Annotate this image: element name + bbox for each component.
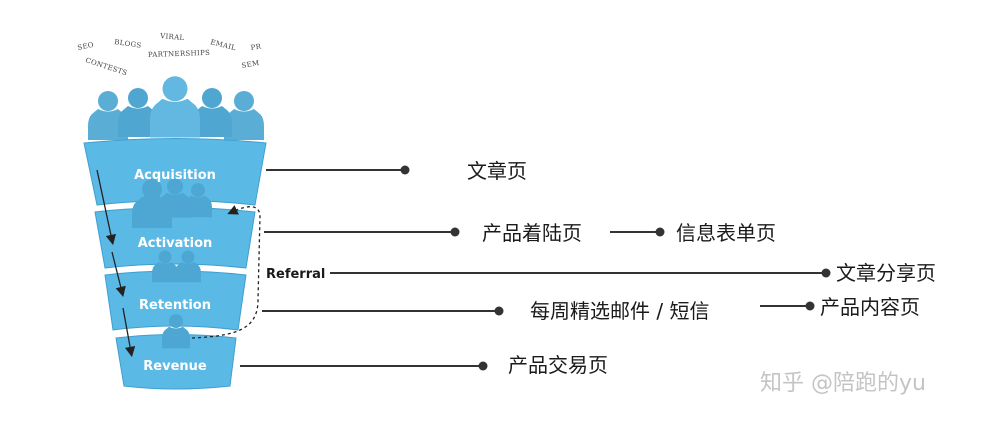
channel-blogs: BLOGS [114, 38, 142, 50]
retention-next-connector [760, 301, 815, 311]
revenue-page-label: 产品交易页 [508, 353, 608, 377]
retention-connector [262, 306, 504, 316]
channel-pr: PR [250, 43, 262, 52]
channel-sem: SEM [241, 59, 260, 70]
referral-loop-arrow [191, 205, 261, 339]
acquisition-connector [266, 165, 410, 175]
channel-seo: SEO [77, 41, 95, 52]
revenue-connector [240, 361, 488, 371]
activation-next-connector [610, 227, 665, 237]
referral-label: Referral [266, 267, 325, 282]
stage-label-activation: Activation [138, 236, 213, 251]
funnel-stage-retention [104, 270, 247, 331]
channel-contests: CONTESTS [84, 56, 128, 77]
stage-label-retention: Retention [139, 298, 211, 313]
retention-next-page-label: 产品内容页 [820, 295, 920, 319]
funnel: Acquisition Activation Retention Revenue [83, 138, 267, 390]
referral-connector [330, 268, 831, 278]
acquisition-page-label: 文章页 [467, 159, 527, 183]
stage-label-revenue: Revenue [143, 359, 207, 374]
retention-page-label: 每周精选邮件 / 短信 [530, 299, 709, 323]
activation-page-label: 产品着陆页 [482, 221, 582, 245]
top-people-group-icon [88, 76, 264, 140]
channel-viral: VIRAL [159, 32, 185, 42]
activation-connector [264, 227, 460, 237]
watermark: 知乎 @陪跑的yu [760, 371, 926, 396]
referral-page-label: 文章分享页 [836, 261, 936, 285]
funnel-stage-revenue [115, 334, 237, 390]
channel-partnerships: PARTNERSHIPS [148, 49, 210, 59]
activation-next-page-label: 信息表单页 [676, 221, 776, 245]
channel-labels: SEO BLOGS VIRAL EMAIL PR CONTESTS PARTNE… [77, 32, 262, 77]
channel-email: EMAIL [210, 38, 237, 52]
stage-label-acquisition: Acquisition [134, 168, 216, 183]
flow-arrows [96, 169, 136, 358]
